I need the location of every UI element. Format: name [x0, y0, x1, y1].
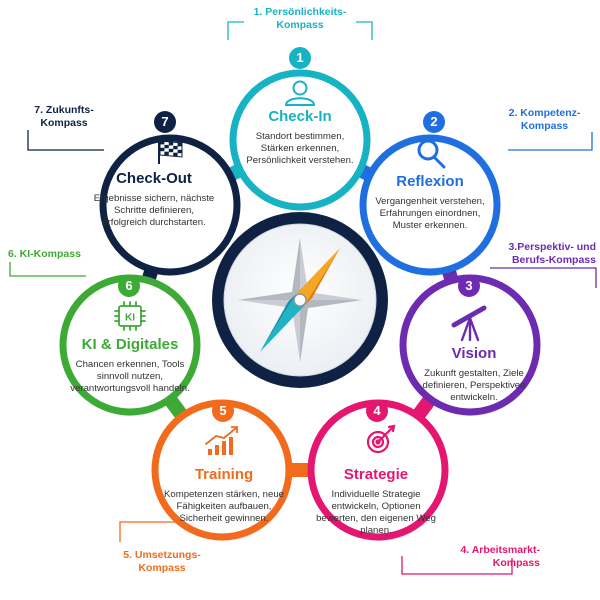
bracket-3 — [490, 267, 597, 288]
step-title: Training — [194, 466, 254, 483]
flag-square — [168, 142, 174, 146]
step-number-7: 7 — [154, 111, 176, 133]
step-description: Vergangenheit verstehen, Erfahrungen ein… — [375, 196, 485, 231]
step-number-4: 4 — [366, 400, 388, 422]
step-circles — [59, 69, 541, 541]
target-icon — [366, 424, 396, 454]
flag-square — [164, 151, 169, 156]
flag-square — [168, 148, 174, 153]
step-title: Vision — [451, 345, 497, 362]
step-circle-7 — [99, 134, 241, 276]
step-6: KI & Digitales Chancen erkennen, Tools s… — [68, 336, 192, 395]
person-icon — [284, 80, 316, 106]
step-number-1: 1 — [289, 47, 311, 69]
flag-square — [177, 149, 182, 154]
step-number-6: 6 — [118, 275, 140, 297]
magnifier-icon — [417, 139, 446, 169]
step-title: KI & Digitales — [81, 336, 179, 353]
step-4: Strategie Individuelle Strategie entwick… — [314, 466, 438, 537]
step-number-3: 3 — [458, 275, 480, 297]
checkered-flag-icon — [158, 140, 183, 164]
step-description: Chancen erkennen, Tools sinnvoll nutzen,… — [70, 359, 190, 394]
ai-chip-icon: KI — [114, 301, 146, 331]
flag-square — [173, 145, 178, 150]
step-title: Reflexion — [396, 173, 464, 190]
bracket-7 — [27, 130, 104, 151]
kompass-label-4: 4. Arbeitsmarkt- Kompass — [460, 544, 540, 569]
bracket-2 — [508, 132, 593, 151]
step-description: Standort bestimmen, Stärken erkennen, Pe… — [246, 131, 354, 166]
step-5: Training Kompetenzen stärken, neue Fähig… — [162, 466, 286, 525]
bar-chart-icon — [205, 426, 238, 455]
kompass-label-6: 6. KI-Kompass — [8, 248, 81, 260]
step-7: Check-Out Ergebnisse sichern, nächste Sc… — [92, 170, 216, 229]
kompass-label-1: 1. Persönlichkeits- Kompass — [253, 6, 347, 31]
step-3: Vision Zukunft gestalten, Ziele definier… — [412, 345, 536, 404]
ai-chip-label: KI — [125, 313, 135, 324]
bracket-6 — [9, 262, 86, 277]
flag-square — [160, 141, 165, 145]
flag-square — [160, 147, 165, 152]
bracket-1 — [227, 21, 373, 40]
step-circle-2 — [359, 134, 501, 276]
kompass-label-3: 3.Perspektiv- und Berufs-Kompass — [508, 241, 596, 266]
step-title: Check-Out — [116, 170, 192, 187]
step-description: Individuelle Strategie entwickeln, Optio… — [316, 489, 436, 536]
step-circle-1 — [229, 69, 371, 211]
bracket-4 — [401, 556, 513, 575]
step-description: Kompetenzen stärken, neue Fähigkeiten au… — [163, 489, 284, 524]
step-description: Ergebnisse sichern, nächste Schritte def… — [93, 193, 215, 228]
kompass-label-5: 5. Umsetzungs- Kompass — [123, 549, 201, 574]
step-2: Reflexion Vergangenheit verstehen, Erfah… — [368, 173, 492, 232]
flag-square — [164, 144, 169, 149]
step-title: Check-In — [268, 108, 332, 125]
step-title: Strategie — [343, 466, 409, 483]
step-number-5: 5 — [212, 400, 234, 422]
flag-outline — [159, 140, 183, 158]
telescope-icon — [451, 305, 487, 342]
kompass-label-2: 2. Kompetenz- Kompass — [508, 107, 581, 132]
kompass-label-7: 7. Zukunfts- Kompass — [34, 104, 94, 129]
compass-icon — [212, 212, 388, 388]
flag-square — [177, 143, 182, 147]
step-1: Check-In Standort bestimmen, Stärken erk… — [238, 108, 362, 167]
flag-square — [173, 152, 178, 157]
step-number-2: 2 — [423, 111, 445, 133]
step-description: Zukunft gestalten, Ziele definieren, Per… — [422, 368, 526, 403]
